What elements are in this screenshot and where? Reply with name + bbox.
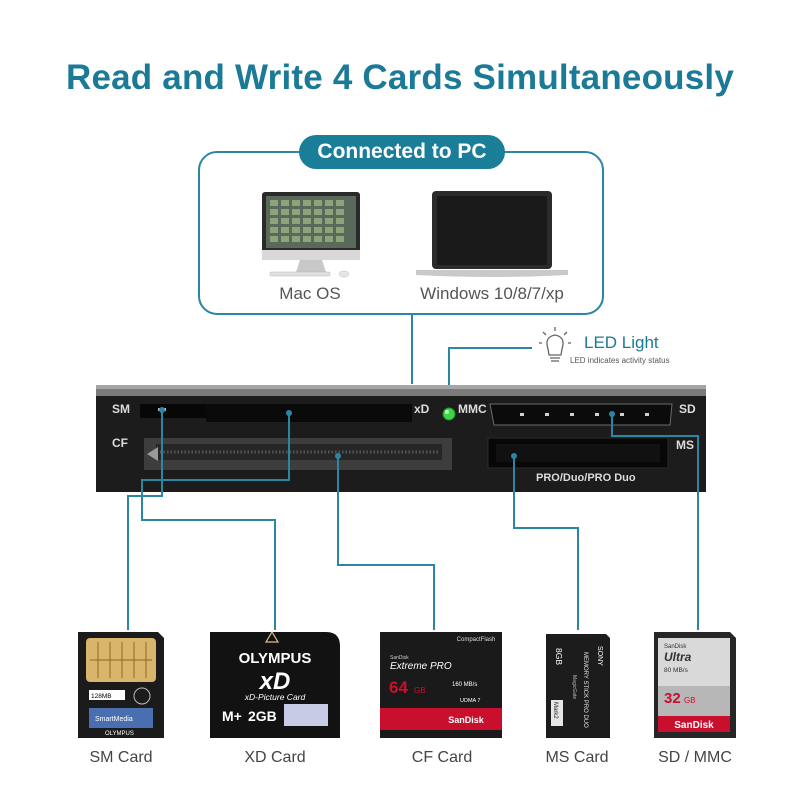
card-label-xd: XD Card [244,749,306,766]
sm-connector [127,410,163,630]
xd-slot [206,404,412,422]
svg-text:SanDisk: SanDisk [390,655,409,661]
sd-slot [489,403,673,426]
sd-card: SanDisk Ultra 80 MB/s 32 GB SanDisk [654,632,736,738]
os-label-windows: Windows 10/8/7/xp [420,284,564,303]
ms-card: 8GB SONY MEMORY STICK PRO DUO MagicGate … [546,634,610,738]
svg-text:Ultra: Ultra [664,650,692,664]
headline: Read and Write 4 Cards Simultaneously [65,58,735,97]
sm-card: 128MB SmartMedia OLYMPUS [78,632,164,738]
svg-text:xD: xD [258,668,291,695]
svg-text:2GB: 2GB [248,708,277,724]
svg-text:xD-Picture Card: xD-Picture Card [244,692,306,702]
svg-text:SanDisk: SanDisk [448,715,485,725]
card-label-sm: SM Card [89,749,153,766]
card-reader [96,385,706,492]
svg-text:OLYMPUS: OLYMPUS [239,650,312,667]
slot-label-sm: SM [112,402,130,416]
svg-text:MagicGate: MagicGate [571,675,577,699]
card-label-ms: MS Card [545,749,609,766]
cf-connector [337,456,435,630]
svg-text:MEMORY STICK PRO DUO: MEMORY STICK PRO DUO [582,652,588,728]
svg-text:OLYMPUS: OLYMPUS [105,731,134,737]
slot-label-ms: MS [676,438,694,452]
lightbulb-icon [539,327,571,362]
svg-text:UDMA 7: UDMA 7 [460,698,480,704]
slot-label-mmc: MMC [458,402,487,416]
sd-connector [611,414,699,630]
led-title: LED Light [584,333,659,352]
svg-text:80 MB/s: 80 MB/s [664,667,689,674]
svg-text:CompactFlash: CompactFlash [457,637,496,643]
led-indicator [442,407,456,421]
led-subtitle: LED indicates activity status [570,356,670,365]
svg-text:8GB: 8GB [554,648,564,665]
svg-text:SanDisk: SanDisk [664,644,687,650]
ms-connector [513,456,579,630]
imac-icon [262,192,360,278]
slot-label-sd: SD [679,402,696,416]
svg-text:SanDisk: SanDisk [674,720,714,731]
svg-text:SmartMedia: SmartMedia [95,716,133,723]
xd-card: OLYMPUS xD xD-Picture Card M+ 2GB [210,630,340,738]
svg-text:SONY: SONY [596,646,603,666]
svg-text:Extreme PRO: Extreme PRO [390,661,452,672]
os-label-mac: Mac OS [279,284,341,303]
svg-text:128MB: 128MB [91,693,112,700]
svg-text:160 MB/s: 160 MB/s [452,682,477,688]
sm-slot [140,404,206,418]
svg-text:M+: M+ [222,708,242,724]
card-label-cf: CF Card [411,749,473,766]
svg-text:GB: GB [414,686,426,695]
slot-label-cf: CF [112,436,128,450]
slot-label-xd: xD [414,402,430,416]
svg-text:GB: GB [684,696,696,705]
xd-connector [141,413,290,630]
laptop-icon [416,191,568,277]
connected-to-pc-badge: Connected to PC [299,135,505,169]
svg-text:Mark2: Mark2 [552,702,558,719]
svg-text:64: 64 [389,678,408,697]
slot-label-ms-sub: PRO/Duo/PRO Duo [536,472,636,484]
card-label-sd: SD / MMC [658,749,732,766]
cf-card: CompactFlash SanDisk Extreme PRO 64 GB 1… [380,632,502,738]
svg-text:32: 32 [664,690,681,707]
